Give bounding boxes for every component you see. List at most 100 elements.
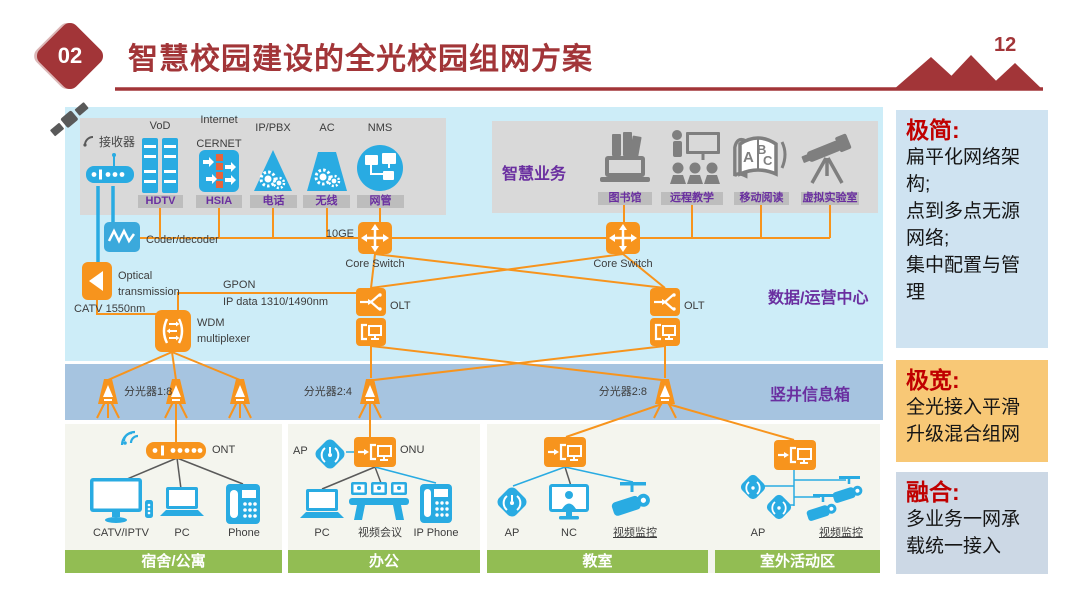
- zone-name-outdoor: 室外活动区: [715, 550, 880, 573]
- device-label: AP: [750, 527, 766, 539]
- device-label: IP Phone: [413, 527, 459, 539]
- sidebar-card-title: 融合:: [906, 479, 960, 505]
- optical-transmission-icon: [82, 262, 112, 300]
- service-top-label: VoD: [149, 120, 171, 132]
- splitter-2-4-label: 分光器2:4: [303, 386, 352, 398]
- ont-icon: [146, 442, 206, 459]
- olt-1-label: OLT: [390, 300, 411, 312]
- splitter-icon: [98, 379, 118, 404]
- vod-servers-icon: [142, 138, 178, 193]
- core-switch-icon: [358, 222, 392, 254]
- onu-icon: [354, 437, 396, 467]
- olt-2-label: OLT: [684, 300, 705, 312]
- ont-label: ONT: [212, 444, 236, 456]
- sidebar-card-simple: 极简: 扁平化网络架构; 点到多点无源网络; 集中配置与管理: [896, 110, 1048, 348]
- splitter-icon: [230, 379, 250, 404]
- service-bar-label: 无线: [303, 195, 350, 208]
- wdm-multiplexer-icon: [155, 310, 191, 352]
- service-top-label: IP/PBX: [255, 122, 291, 134]
- device-label: CATV/IPTV: [92, 527, 150, 539]
- gpon-label: GPON: [223, 279, 256, 291]
- onu-label: ONU: [400, 444, 425, 456]
- ap-icon: [766, 494, 792, 520]
- device-label: AP: [504, 527, 520, 539]
- device-label: PC: [314, 527, 330, 539]
- sidebar-card-line: 全光接入平滑升级混合组网: [906, 396, 1021, 445]
- optical-transmission-label: Optical transmission: [118, 270, 180, 298]
- ac-controller-icon: [307, 152, 347, 191]
- nms-icon: [357, 145, 403, 191]
- olt-icon: [650, 288, 680, 346]
- cctv-camera-icon: [611, 482, 650, 516]
- cctv-camera-icon: [806, 494, 837, 521]
- sidebar-card-line: 扁平化网络架构;: [906, 146, 1021, 195]
- cctv-camera-icon: [832, 476, 863, 503]
- device-label: 视频会议: [358, 527, 402, 539]
- device-label: Phone: [228, 527, 260, 539]
- smart-service-bar-label: 远程教学: [661, 192, 723, 205]
- service-bar-label: 电话: [250, 195, 297, 208]
- receiver-device-icon: [86, 153, 134, 183]
- zone-name-office: 办公: [288, 550, 480, 573]
- laptop-icon: [160, 487, 204, 516]
- svg-text:B: B: [757, 142, 766, 157]
- splitter-icon: [655, 379, 675, 404]
- catv-label: CATV 1550nm: [74, 303, 146, 315]
- zone-name-dormitory: 宿舍/公寓: [65, 550, 282, 573]
- core-switch-2-label: Core Switch: [593, 258, 653, 270]
- onu-icon: [544, 437, 586, 467]
- page-number: 12: [994, 34, 1017, 56]
- wdm-multiplexer-label: WDM multiplexer: [197, 317, 251, 345]
- page-title: 智慧校园建设的全光校园组网方案: [128, 43, 593, 76]
- dish-receiver-icon: [83, 136, 94, 147]
- sidebar-card-line: 集中配置与管理: [906, 254, 1021, 303]
- coder-decoder-icon: [104, 222, 140, 252]
- cernet-firewall-icon: [199, 150, 239, 192]
- olt-icon: [356, 288, 386, 346]
- svg-text:C: C: [763, 153, 773, 168]
- data-center-label: 数据/运营中心: [768, 290, 869, 307]
- device-label: 视频监控: [613, 527, 657, 539]
- zone-name-classroom: 教室: [487, 550, 708, 573]
- ap-label: AP: [293, 445, 308, 457]
- ip-pbx-icon: [254, 150, 292, 191]
- sidebar-card-converged: 融合: 多业务一网承载统一接入: [896, 472, 1048, 574]
- service-top-label: Internet: [200, 114, 238, 126]
- svg-text:A: A: [743, 149, 754, 166]
- onu-icon: [774, 440, 816, 470]
- coder-decoder-label: Coder/decoder: [146, 234, 219, 246]
- ap-icon: [497, 487, 527, 517]
- smart-services-title: 智慧业务: [502, 166, 567, 183]
- service-mid-label: CERNET: [196, 138, 242, 150]
- ap-icon: [740, 474, 766, 500]
- virtual-lab-icon: [801, 133, 852, 184]
- smart-service-bar-label: 移动阅读: [734, 192, 789, 205]
- splitter-icon: [360, 379, 380, 404]
- smart-service-bar-label: 图书馆: [598, 192, 652, 205]
- service-top-label: AC: [319, 122, 335, 134]
- service-bar-label: HSIA: [196, 195, 242, 208]
- sidebar-card-title: 极宽:: [906, 367, 960, 393]
- splitter-2-8-label: 分光器2:8: [598, 386, 647, 398]
- remote-teaching-icon: [670, 130, 720, 184]
- core-switch-icon: [606, 222, 640, 254]
- header-underline-decoration: [115, 55, 1043, 91]
- ap-icon: [315, 439, 345, 469]
- wifi-signal-icon: [120, 430, 139, 446]
- nc-terminal-icon: [549, 484, 589, 520]
- device-label: NC: [561, 527, 577, 539]
- smart-service-bar-label: 虚拟实验室: [801, 192, 859, 205]
- splitter-1-8-label: 分光器1:8: [124, 386, 173, 398]
- receiver-label: 接收器: [99, 135, 136, 149]
- video-conference-icon: [349, 482, 409, 520]
- core-switch-1-label: Core Switch: [345, 258, 405, 270]
- sidebar-card-wide: 极宽: 全光接入平滑升级混合组网: [896, 360, 1048, 462]
- riser-shaft-label: 竖井信息箱: [770, 387, 851, 404]
- desk-phone-icon: [226, 484, 260, 524]
- device-label: PC: [174, 527, 190, 539]
- service-top-label: NMS: [367, 122, 393, 134]
- device-label: 视频监控: [819, 527, 863, 539]
- mobile-reading-icon: A B C: [733, 136, 787, 179]
- ip-data-label: IP data 1310/1490nm: [223, 296, 328, 308]
- sidebar-card-line: 多业务一网承载统一接入: [906, 508, 1021, 557]
